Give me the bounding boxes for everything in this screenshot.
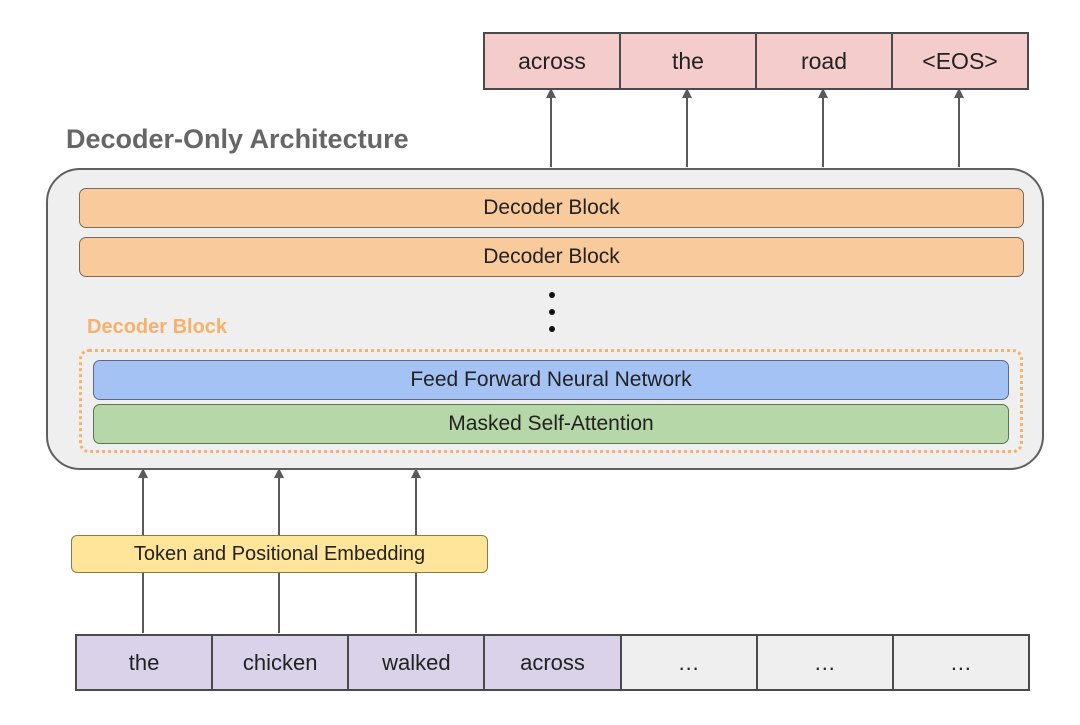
input-token-placeholder: … (757, 636, 894, 689)
input-token-placeholder: … (893, 636, 1028, 689)
output-token: road (757, 34, 893, 88)
input-token: across (485, 636, 622, 689)
input-token: the (77, 636, 214, 689)
ellipsis-dot (549, 292, 555, 298)
decoder-block-detail-frame (79, 349, 1023, 453)
output-token-row: across the road <EOS> (483, 32, 1029, 90)
input-token: walked (349, 636, 486, 689)
ellipsis-dot (549, 309, 555, 315)
embedding-box: Token and Positional Embedding (71, 535, 488, 573)
decoder-block-detail-label: Decoder Block (87, 316, 228, 338)
ellipsis-dot (549, 326, 555, 332)
output-token: across (485, 34, 621, 88)
masked-self-attention-layer: Masked Self-Attention (93, 404, 1009, 444)
decoder-block-2: Decoder Block (79, 237, 1024, 277)
input-token: chicken (213, 636, 350, 689)
input-token-row: the chicken walked across … … … (75, 634, 1030, 691)
feed-forward-layer: Feed Forward Neural Network (93, 360, 1009, 400)
diagram-title: Decoder-Only Architecture (66, 124, 409, 154)
output-token: the (621, 34, 757, 88)
decoder-block-1: Decoder Block (79, 188, 1024, 228)
output-token: <EOS> (922, 47, 998, 74)
vertical-ellipsis (540, 292, 564, 332)
input-token-placeholder: … (621, 636, 758, 689)
